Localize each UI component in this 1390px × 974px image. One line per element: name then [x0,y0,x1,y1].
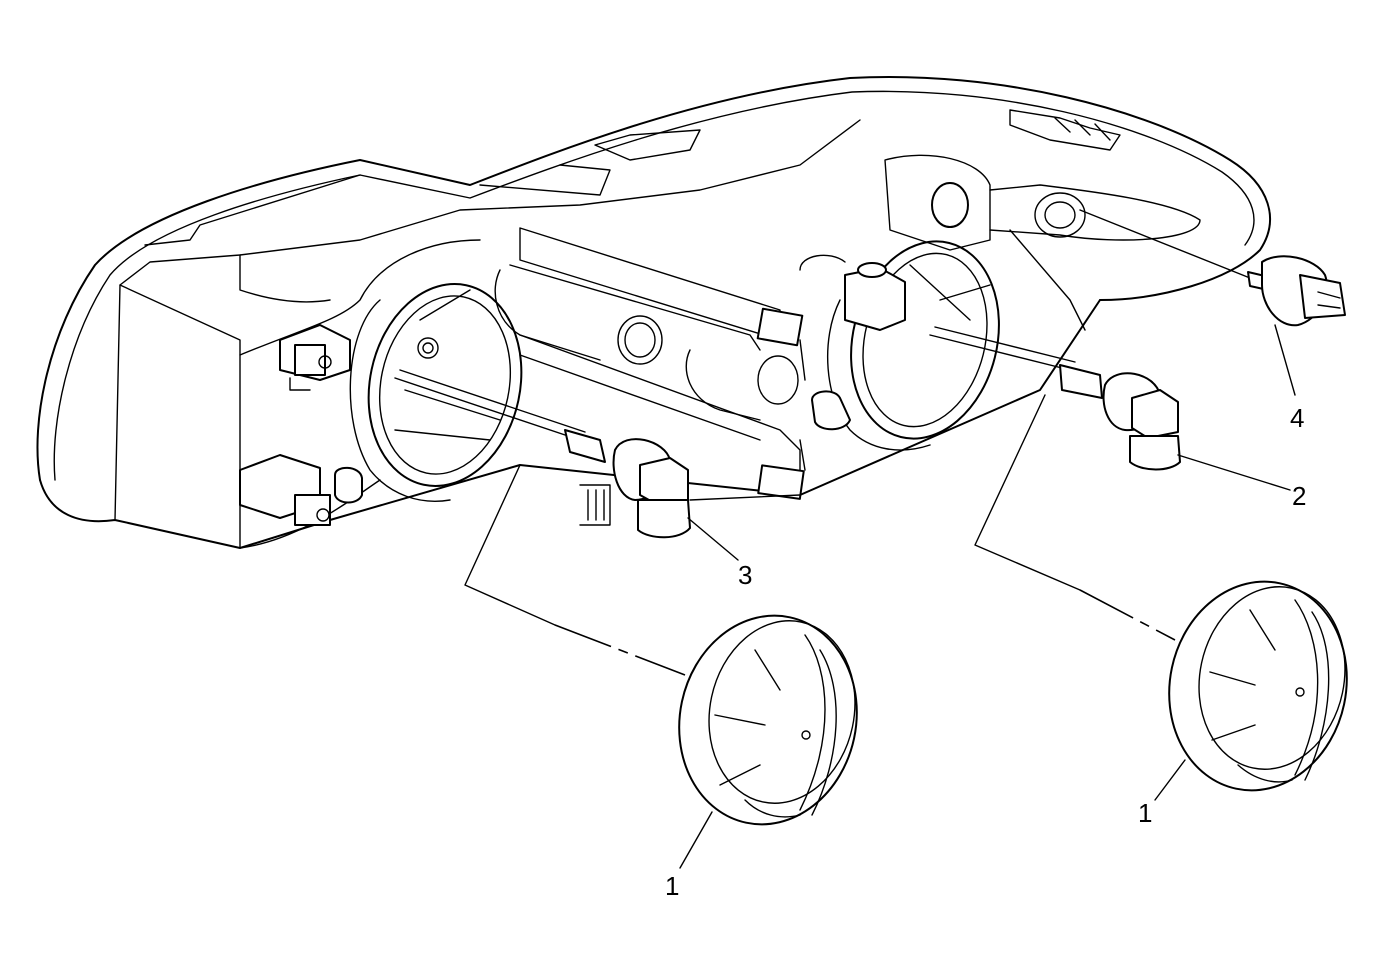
bulb-2-assembly [799,254,1181,471]
assembly-guide-lines [464,394,1176,676]
left-reflector-opening [349,283,523,502]
callout-1-right: 1 [1138,798,1152,828]
bulb-3-assembly [394,369,691,539]
right-reflector-opening [826,240,1000,451]
callout-3: 3 [738,560,752,590]
dust-cap-left [678,614,858,826]
callout-1-left: 1 [665,871,679,901]
turn-signal-socket [884,154,1201,331]
center-bracket [494,227,806,500]
dust-cap-right [1168,580,1348,792]
left-side-connectors [239,324,363,526]
callout-2: 2 [1292,481,1306,511]
socket-4 [1079,209,1346,327]
callout-4: 4 [1290,403,1304,433]
headlamp-housing [36,76,1271,549]
callout-leaders [679,324,1296,869]
